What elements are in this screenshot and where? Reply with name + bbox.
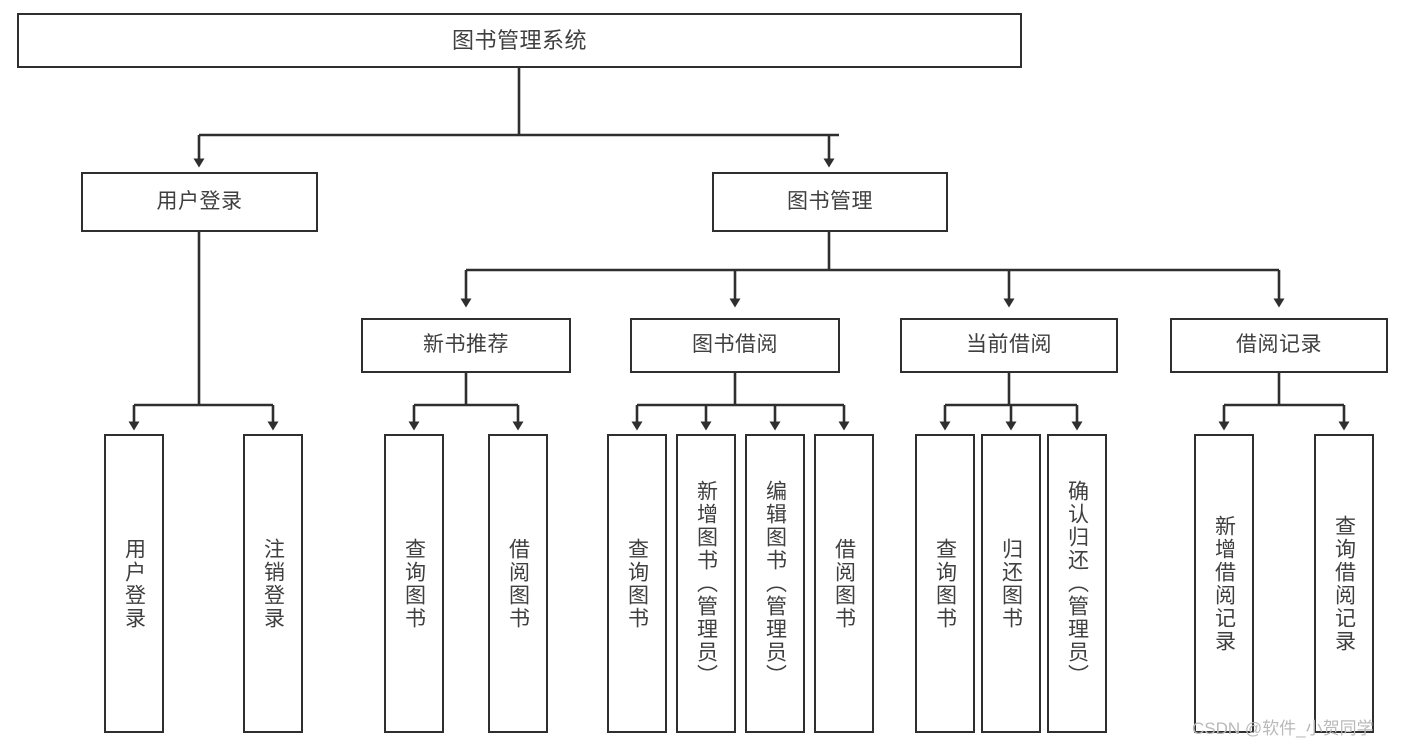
- node-label: 用户登录: [122, 537, 146, 630]
- node-current-borrow[interactable]: 当前借阅: [900, 318, 1118, 373]
- leaf-bb-borrow-book[interactable]: 借阅图书: [814, 434, 874, 733]
- leaf-cb-return-book[interactable]: 归还图书: [981, 434, 1041, 733]
- node-label: 查询图书: [933, 537, 957, 630]
- leaf-logout[interactable]: 注销登录: [243, 434, 303, 733]
- node-label: 注销登录: [261, 537, 285, 630]
- node-label: 图书借阅: [692, 333, 778, 357]
- node-label: 用户登录: [156, 189, 243, 213]
- node-new-book-recommend[interactable]: 新书推荐: [361, 318, 571, 373]
- node-label: 查询图书: [402, 537, 426, 630]
- leaf-cb-confirm-return[interactable]: 确认归还（管理员）: [1047, 434, 1107, 733]
- leaf-br-query-record[interactable]: 查询借阅记录: [1314, 434, 1374, 733]
- node-label: 图书管理: [787, 189, 873, 213]
- leaf-bb-edit-book[interactable]: 编辑图书（管理员）: [745, 434, 805, 733]
- node-label: 新书推荐: [423, 333, 509, 357]
- leaf-nb-borrow-book[interactable]: 借阅图书: [488, 434, 548, 733]
- leaf-br-add-record[interactable]: 新增借阅记录: [1194, 434, 1254, 733]
- node-label: 归还图书: [999, 537, 1023, 630]
- leaf-bb-query-book[interactable]: 查询图书: [607, 434, 667, 733]
- node-user-login[interactable]: 用户登录: [81, 172, 318, 232]
- node-label: 当前借阅: [966, 333, 1052, 357]
- node-label: 新增借阅记录: [1212, 514, 1236, 653]
- node-label: 确认归还（管理员）: [1065, 480, 1089, 687]
- node-label: 借阅记录: [1236, 333, 1322, 357]
- node-label: 查询图书: [625, 537, 649, 630]
- leaf-bb-add-book[interactable]: 新增图书（管理员）: [676, 434, 736, 733]
- leaf-nb-query-book[interactable]: 查询图书: [384, 434, 444, 733]
- node-book-borrow[interactable]: 图书借阅: [630, 318, 840, 373]
- watermark: CSDN @软件_小贺同学: [1192, 719, 1374, 738]
- node-label: 图书管理系统: [451, 27, 587, 53]
- node-book-management[interactable]: 图书管理: [712, 172, 948, 232]
- node-label: 查询借阅记录: [1332, 514, 1356, 653]
- node-label: 借阅图书: [506, 537, 530, 630]
- node-root-system[interactable]: 图书管理系统: [17, 13, 1022, 68]
- leaf-cb-query-book[interactable]: 查询图书: [915, 434, 975, 733]
- node-borrow-record[interactable]: 借阅记录: [1170, 318, 1388, 373]
- node-label: 新增图书（管理员）: [694, 480, 718, 687]
- leaf-user-login[interactable]: 用户登录: [104, 434, 164, 733]
- node-label: 编辑图书（管理员）: [763, 480, 787, 687]
- node-label: 借阅图书: [832, 537, 856, 630]
